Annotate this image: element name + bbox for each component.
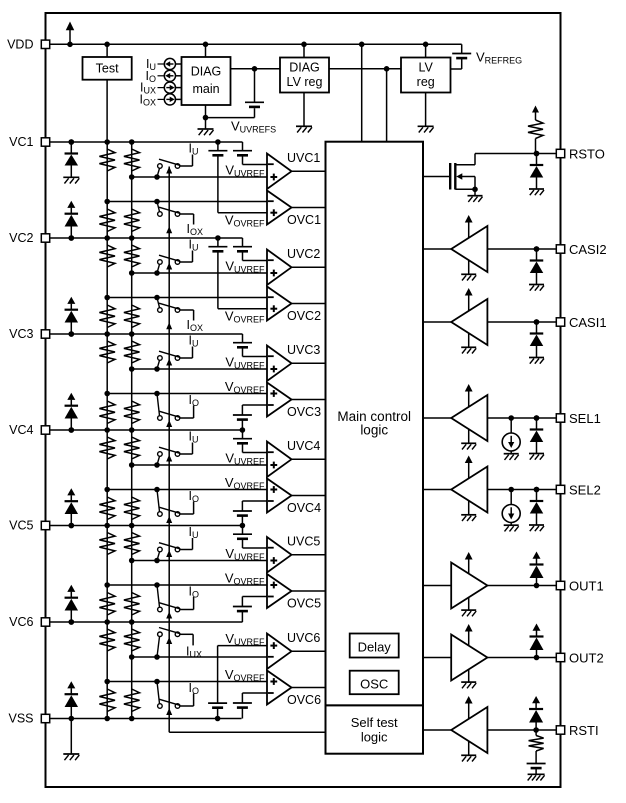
svg-text:logic: logic	[361, 730, 388, 745]
svg-text:UVC5: UVC5	[287, 535, 320, 549]
svg-text:IU: IU	[189, 142, 199, 157]
svg-text:SEL2: SEL2	[569, 483, 601, 498]
svg-text:SEL1: SEL1	[569, 411, 601, 426]
svg-text:CASI1: CASI1	[569, 315, 607, 330]
svg-text:OUT2: OUT2	[569, 651, 604, 666]
svg-text:UVC3: UVC3	[287, 343, 320, 357]
svg-text:IO: IO	[189, 393, 200, 408]
svg-text:OVC6: OVC6	[287, 693, 321, 707]
svg-text:Self test: Self test	[351, 715, 398, 730]
svg-text:UVC6: UVC6	[287, 631, 320, 645]
svg-text:RSTO: RSTO	[569, 147, 605, 162]
svg-text:Delay: Delay	[358, 640, 392, 655]
svg-text:IO: IO	[189, 489, 200, 504]
svg-text:OSC: OSC	[360, 677, 388, 692]
svg-text:logic: logic	[360, 423, 388, 438]
svg-text:VC1: VC1	[9, 135, 33, 149]
svg-text:VC4: VC4	[9, 423, 33, 437]
svg-text:OUT1: OUT1	[569, 579, 604, 594]
svg-text:Test: Test	[96, 61, 119, 75]
svg-text:OVC2: OVC2	[287, 309, 321, 323]
svg-text:IO: IO	[146, 69, 157, 84]
svg-text:RSTI: RSTI	[569, 723, 599, 738]
svg-text:IU: IU	[189, 430, 199, 445]
svg-text:VSS: VSS	[8, 712, 33, 726]
svg-text:IU: IU	[189, 238, 199, 253]
svg-text:VDD: VDD	[7, 38, 33, 52]
svg-text:DIAG: DIAG	[191, 65, 222, 79]
svg-text:IU: IU	[189, 334, 199, 349]
svg-text:OVC4: OVC4	[287, 501, 321, 515]
svg-text:OVC5: OVC5	[287, 597, 321, 611]
svg-text:main: main	[192, 82, 219, 96]
svg-text:VC6: VC6	[9, 615, 33, 629]
svg-text:LV: LV	[419, 61, 434, 75]
svg-text:IO: IO	[189, 681, 200, 696]
svg-text:LV reg: LV reg	[287, 75, 323, 89]
svg-text:VC3: VC3	[9, 327, 33, 341]
svg-text:UVC2: UVC2	[287, 247, 320, 261]
svg-text:IO: IO	[189, 585, 200, 600]
svg-text:Main control: Main control	[337, 409, 411, 424]
svg-text:reg: reg	[417, 75, 435, 89]
svg-text:DIAG: DIAG	[289, 61, 320, 75]
svg-text:IU: IU	[189, 525, 199, 540]
svg-text:OVC3: OVC3	[287, 405, 321, 419]
svg-text:VC5: VC5	[9, 519, 33, 533]
svg-text:IU: IU	[146, 57, 156, 72]
svg-text:OVC1: OVC1	[287, 213, 321, 227]
svg-text:VC2: VC2	[9, 231, 33, 245]
svg-text:UVC4: UVC4	[287, 439, 320, 453]
svg-text:CASI2: CASI2	[569, 242, 607, 257]
svg-text:UVC1: UVC1	[287, 151, 320, 165]
